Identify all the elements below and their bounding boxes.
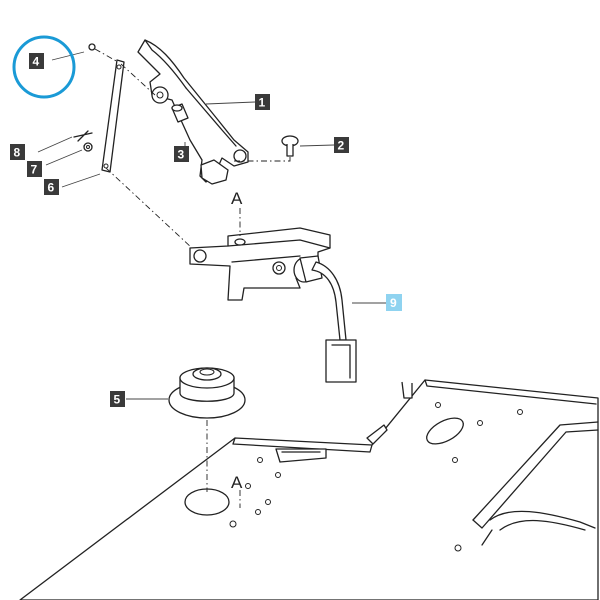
reference-letter-lower: A [231,473,243,492]
svg-text:2: 2 [338,139,345,153]
pin-part-3 [171,103,189,146]
callout-9: 9 [386,294,402,311]
callout-2: 2 [334,137,349,153]
rubber-mount-part-5 [168,367,246,492]
svg-text:5: 5 [114,393,121,407]
svg-text:8: 8 [14,146,21,160]
callout-5: 5 [110,391,168,407]
highlight-ring [12,35,76,99]
pedal-lever-part-1 [137,39,256,185]
callout-7: 7 [27,161,42,177]
callout-8: 8 [10,144,25,160]
nut-clip-parts-7-8 [37,130,93,166]
svg-text:6: 6 [48,181,55,195]
callout-3: 3 [174,146,189,162]
svg-text:3: 3 [178,148,185,162]
deck-plate [19,379,599,600]
rod-part-6 [61,59,193,249]
svg-text:1: 1 [259,96,266,110]
reference-letter-upper: A [231,189,243,208]
bolt-part-2 [234,135,335,162]
callout-4: 4 [12,35,76,99]
svg-text:7: 7 [31,163,38,177]
callout-1: 1 [255,94,270,110]
switch-bracket-part-9 [189,208,386,383]
callout-6: 6 [44,179,59,195]
washer-part-4 [51,43,119,63]
svg-text:9: 9 [390,296,397,310]
svg-text:4: 4 [33,55,40,69]
